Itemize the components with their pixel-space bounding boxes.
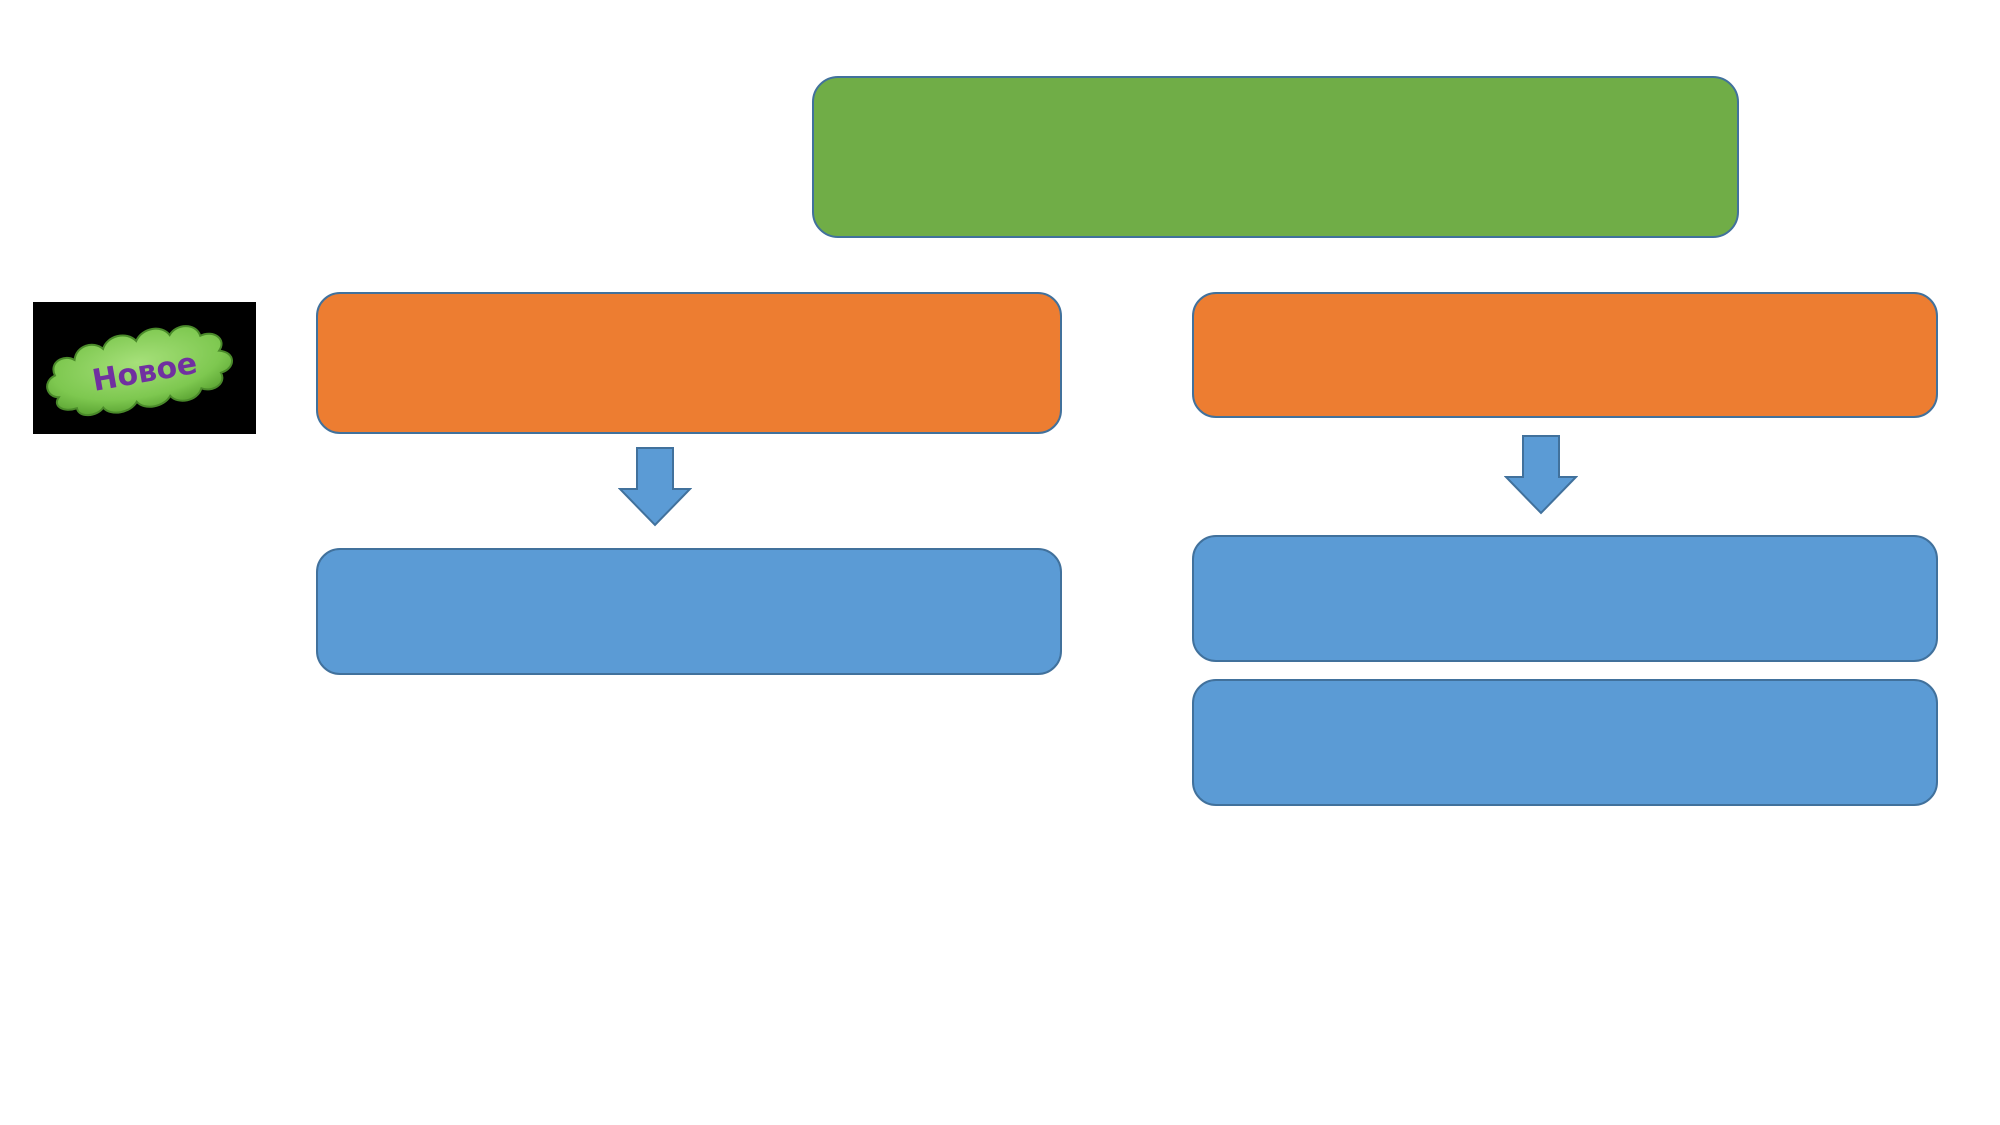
new-badge: Новое [33,302,256,434]
down-arrow-icon [1504,435,1578,515]
right-item-box [1192,535,1938,662]
left-item-box [316,548,1062,675]
right-header-box [1192,292,1938,418]
top-box [812,76,1739,238]
right-item-box [1192,679,1938,806]
left-header-box [316,292,1062,434]
cloud-icon: Новое [46,325,233,417]
down-arrow-icon [618,447,692,527]
